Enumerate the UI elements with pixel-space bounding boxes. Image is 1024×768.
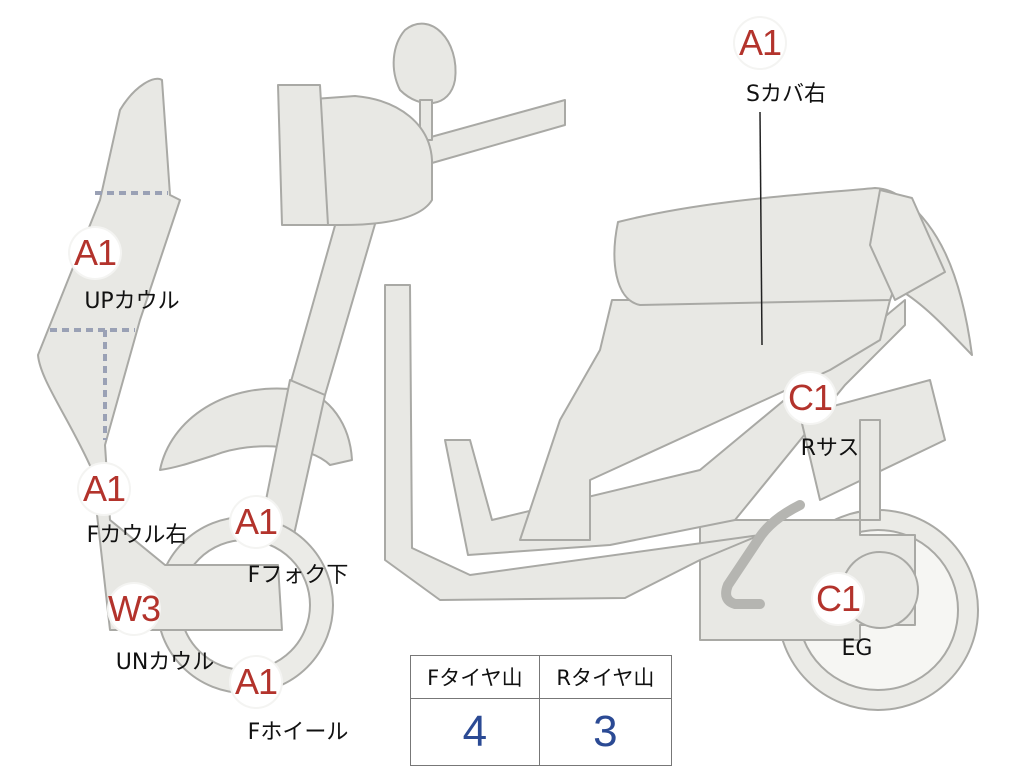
tire-tread-table: Fタイヤ山 Rタイヤ山 4 3	[410, 655, 673, 766]
grade-badge-un-cowl: W3	[108, 584, 161, 634]
part-label-f-cowl-right: Fカウル右	[86, 523, 188, 548]
handlebar	[419, 99, 566, 166]
seat-body	[519, 299, 891, 541]
floorboard-body	[444, 299, 906, 556]
part-label-engine: EG	[841, 636, 873, 661]
headlight-lens	[277, 84, 329, 226]
frame-rail	[384, 284, 761, 601]
grade-badge-engine: C1	[813, 574, 863, 624]
part-label-f-wheel: Fホイール	[247, 720, 349, 745]
seat	[613, 187, 913, 306]
tire-table-header-row: Fタイヤ山 Rタイヤ山	[410, 655, 673, 699]
headlight-housing	[299, 95, 433, 226]
part-label-up-cowl: UPカウル	[84, 289, 180, 314]
grade-badge-f-fork-lower: A1	[231, 497, 281, 547]
front-tire-header: Fタイヤ山	[410, 655, 540, 699]
part-label-r-suspension: Rサス	[800, 436, 860, 461]
front-tire-value: 4	[410, 698, 540, 766]
exhaust-pipe	[721, 500, 805, 609]
grade-badge-f-wheel: A1	[231, 657, 281, 707]
rear-tire-value: 3	[538, 698, 673, 766]
part-label-un-cowl: UNカウル	[115, 650, 215, 675]
part-label-f-fork-lower: Fフォク下	[247, 563, 349, 588]
grade-badge-s-cover-right: A1	[735, 18, 785, 68]
grade-badge-up-cowl: A1	[70, 228, 120, 278]
exhaust-bracket	[859, 419, 881, 521]
part-label-s-cover-right: Sカバ右	[746, 82, 826, 107]
rear-tire-header: Rタイヤ山	[538, 655, 673, 699]
grade-badge-f-cowl-right: A1	[79, 464, 129, 514]
grade-badge-r-suspension: C1	[785, 373, 835, 423]
leader-line	[759, 111, 763, 346]
tire-table-value-row: 4 3	[410, 698, 673, 766]
seat-tail	[869, 189, 946, 301]
mirror	[392, 22, 457, 105]
